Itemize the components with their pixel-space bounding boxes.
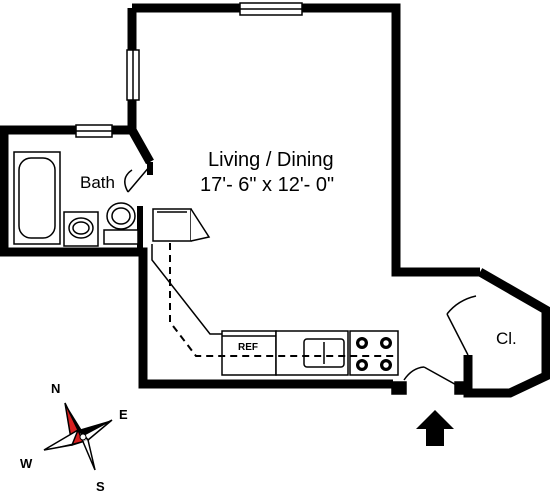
- windows: [75, 2, 303, 138]
- bath-walls: [137, 162, 153, 252]
- bath-label: Bath: [80, 173, 115, 192]
- compass-west: W: [20, 456, 33, 471]
- bathtub-inner: [18, 157, 56, 239]
- living-dining-dimensions: 17'- 6" x 12'- 0": [200, 174, 334, 196]
- closet-door: [446, 295, 477, 356]
- bath-door: [124, 165, 151, 193]
- compass-north: N: [51, 381, 60, 396]
- living-dining-label: Living / Dining: [208, 149, 334, 171]
- sink-basin-inner: [72, 221, 90, 235]
- compass-icon: N E S W: [20, 381, 128, 494]
- toilet-tank: [103, 229, 139, 245]
- closet-label: Cl.: [496, 329, 517, 348]
- counter-edge: [151, 244, 222, 335]
- entry-door: [391, 366, 470, 395]
- toilet-seat: [111, 207, 131, 225]
- kitchen: [152, 208, 399, 376]
- refrigerator-label: REF: [238, 342, 258, 353]
- compass-south: S: [96, 479, 105, 494]
- kitchen-cabinet: [152, 208, 192, 242]
- bath-fixtures: [13, 151, 139, 247]
- entry-arrow-icon: [416, 410, 454, 446]
- refrigerator: [221, 330, 277, 376]
- compass-east: E: [119, 407, 128, 422]
